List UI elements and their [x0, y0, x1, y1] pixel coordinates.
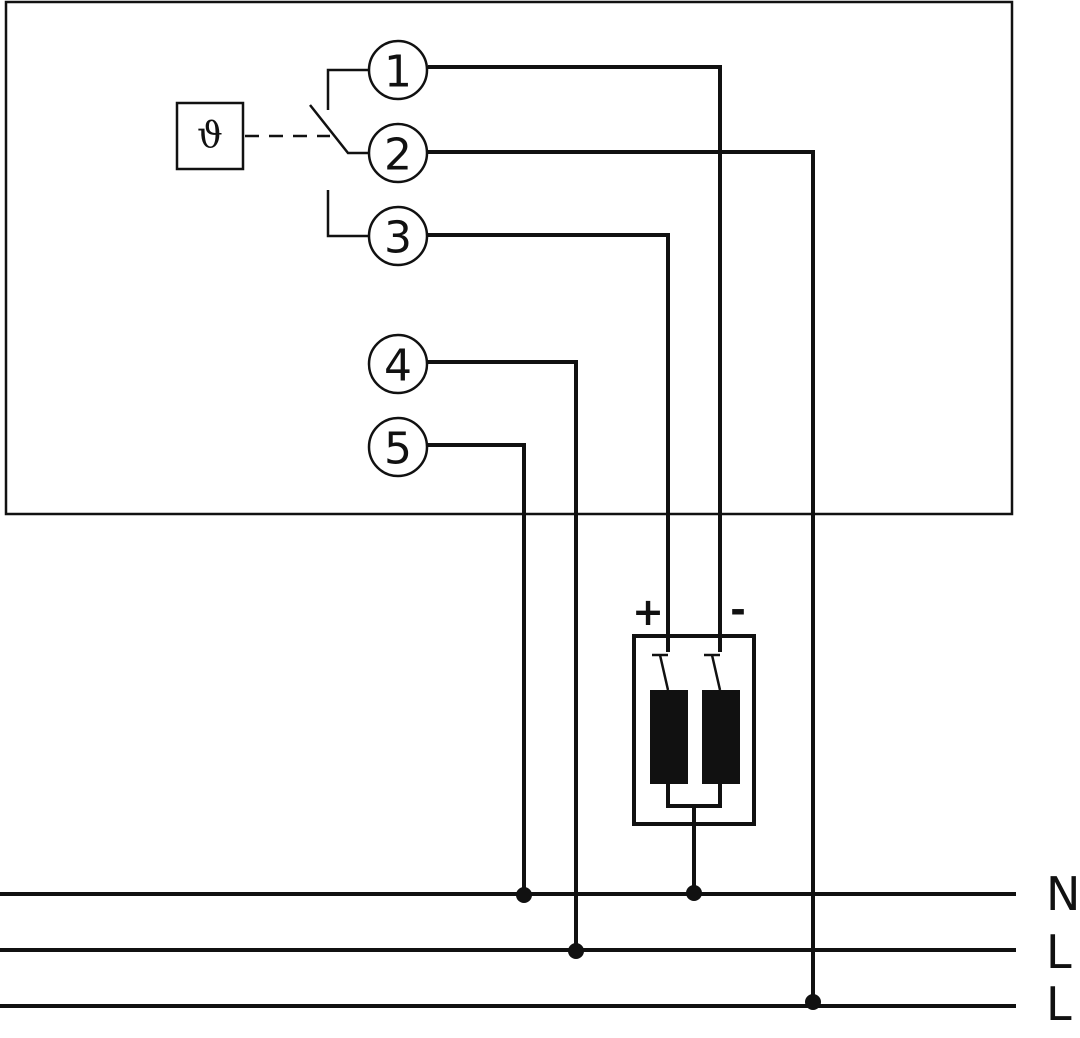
- sensor-symbol: ϑ: [197, 116, 223, 157]
- actuator-element-left: [650, 690, 688, 784]
- actuator: + -: [632, 588, 756, 894]
- actuator-bridge: [666, 784, 722, 808]
- junction-terminal-4-l: [568, 943, 584, 959]
- bus-l2-label: L: [1046, 977, 1072, 1031]
- actuator-element-right: [702, 690, 740, 784]
- terminal-2-label: 2: [384, 130, 412, 181]
- minus-label: -: [730, 588, 746, 632]
- terminal-4-label: 4: [384, 341, 412, 392]
- wire-terminal-3: [428, 233, 670, 652]
- terminal-3: 3: [367, 205, 429, 267]
- terminal-4: 4: [367, 333, 429, 395]
- terminal-5-label: 5: [384, 424, 412, 475]
- wire-terminal-4: [428, 360, 578, 950]
- switch-contact-1: [326, 68, 368, 110]
- sensor-box: [175, 101, 245, 171]
- switch-contact-3: [326, 190, 368, 238]
- junction-terminal-5-n: [516, 887, 532, 903]
- terminal-2: 2: [367, 122, 429, 184]
- wire-terminal-2: [428, 150, 815, 1002]
- actuator-lead-minus: [710, 654, 722, 691]
- temperature-sensor: ϑ: [175, 101, 245, 171]
- plus-label: +: [632, 590, 664, 634]
- changeover-switch: [309, 68, 368, 238]
- terminal-5: 5: [367, 416, 429, 478]
- terminal-3-label: 3: [384, 213, 412, 264]
- junction-actuator-n: [686, 885, 702, 901]
- wire-terminal-1: [428, 65, 722, 652]
- terminal-1-label: 1: [384, 47, 412, 98]
- terminal-1: 1: [367, 39, 429, 101]
- controller-housing: [4, 0, 1014, 516]
- bus-n-label: N: [1046, 867, 1080, 921]
- wire-terminal-5: [428, 443, 526, 894]
- actuator-lead-plus: [658, 654, 670, 691]
- switch-blade: [309, 104, 368, 155]
- bus-l1-label: L: [1046, 925, 1072, 979]
- junction-terminal-2-l: [805, 994, 821, 1010]
